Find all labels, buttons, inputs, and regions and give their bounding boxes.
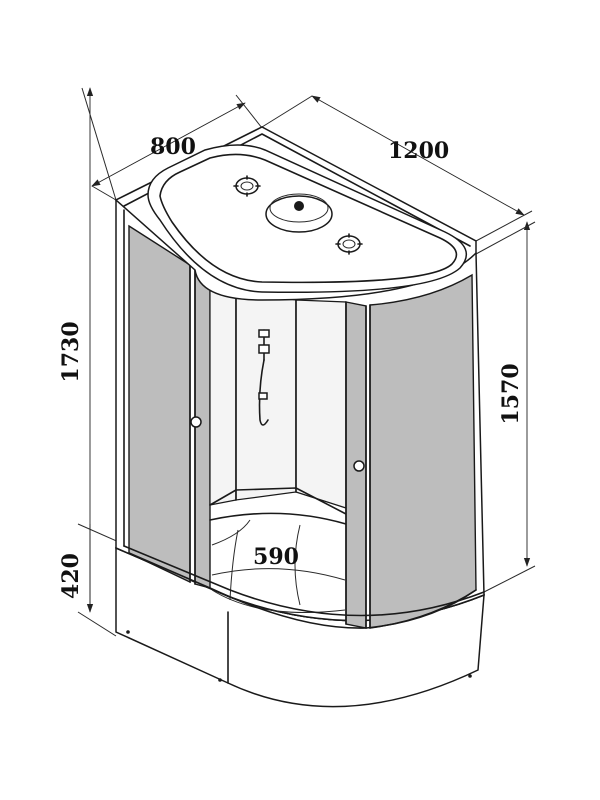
width-dimension-line (311, 95, 525, 216)
tray-height-label: 420 (58, 553, 84, 599)
ceiling-light-icon-left (233, 175, 261, 197)
left-door-handle-icon (190, 416, 202, 428)
hand-shower-icon (258, 392, 268, 400)
dimension-lines (77, 87, 536, 637)
rain-shower-head-icon (265, 195, 333, 233)
left-door-glass (194, 268, 211, 589)
left-glass-panel (128, 224, 191, 584)
right-glass-panel (369, 273, 477, 629)
shower-fixtures (258, 329, 270, 426)
total-height-label: 1730 (58, 321, 84, 382)
entrance-width-label: 590 (253, 544, 299, 570)
ceiling-light-icon-right (335, 233, 363, 255)
width-label: 1200 (388, 138, 449, 164)
cabin-roof (114, 126, 477, 301)
cabin-height-label: 1570 (498, 363, 524, 424)
depth-label: 800 (150, 134, 196, 160)
depth-dimension-line (91, 102, 246, 187)
right-door-handle-icon (353, 460, 365, 472)
